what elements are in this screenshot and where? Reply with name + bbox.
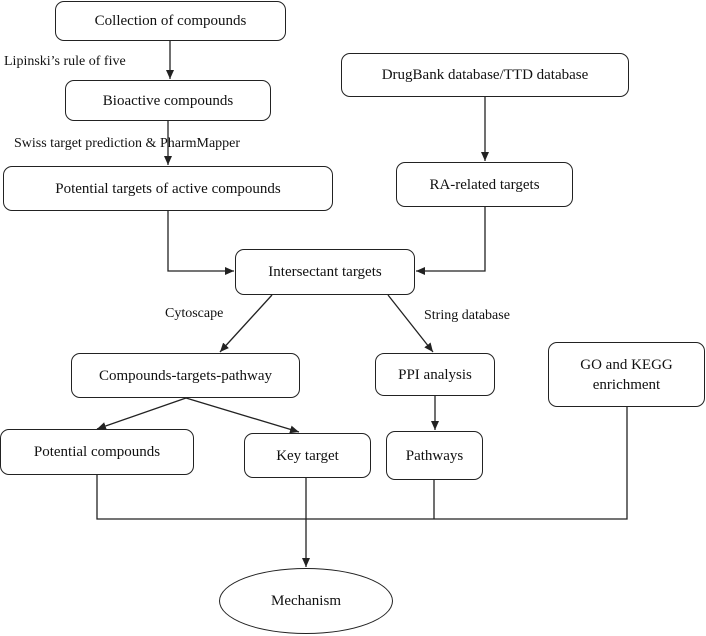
label-lipinski: Lipinski’s rule of five [4,54,126,69]
label-string-database: String database [424,308,510,323]
node-collection-of-compounds: Collection of compounds [55,1,286,41]
node-compounds-targets-pathway: Compounds-targets-pathway [71,353,300,398]
edge-intersectant-to-ppi [387,294,434,353]
node-intersectant-targets: Intersectant targets [235,249,415,295]
node-potential-compounds: Potential compounds [0,429,194,475]
node-bioactive-compounds: Bioactive compounds [65,80,271,121]
node-ppi-analysis: PPI analysis [375,353,495,396]
node-key-target: Key target [244,433,371,478]
edge-ctp-to-key-target [185,397,300,434]
edge-ra-targets-to-intersectant [416,206,486,275]
node-ra-related-targets: RA-related targets [396,162,573,207]
edge-ctp-to-potential-compounds [96,397,187,430]
node-pathways: Pathways [386,431,483,480]
node-go-kegg-enrichment: GO and KEGG enrichment [548,342,705,407]
label-swiss-pharmmapper: Swiss target prediction & PharmMapper [14,136,241,151]
node-potential-targets: Potential targets of active compounds [3,166,333,211]
edge-merge-bus [96,406,628,520]
edge-intersectant-to-ctp [219,294,273,353]
label-cytoscape: Cytoscape [165,306,224,321]
node-drugbank-ttd: DrugBank database/TTD database [341,53,629,97]
edge-potential-targets-to-intersectant [167,210,234,275]
node-mechanism: Mechanism [219,568,393,634]
